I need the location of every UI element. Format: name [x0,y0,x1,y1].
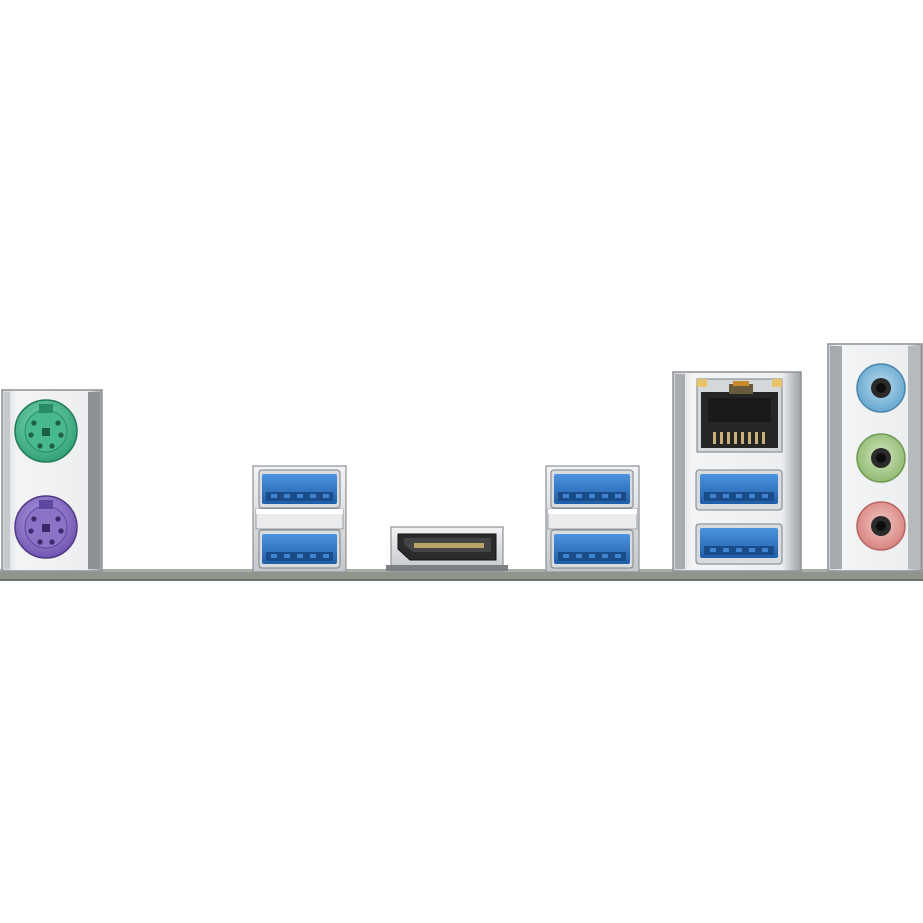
usb3-port [550,469,634,509]
ps2-port-stack [1,389,103,572]
audio-line-out-jack [856,433,906,483]
lan-usb-combo [672,371,802,572]
ps2-mouse-port [14,399,78,463]
audio-jack-stack [827,343,923,572]
audio-line-in-jack [856,363,906,413]
usb3-port [695,469,783,511]
usb-stack-1 [252,465,347,573]
ps2-keyboard-port [14,495,78,559]
usb-stack-2 [545,465,640,573]
audio-mic-jack [856,501,906,551]
usb3-port [695,523,783,565]
displayport-port [386,526,508,572]
usb3-port [258,529,341,569]
rj45-port [696,378,783,453]
usb3-port [550,529,634,569]
usb3-port [258,469,341,509]
